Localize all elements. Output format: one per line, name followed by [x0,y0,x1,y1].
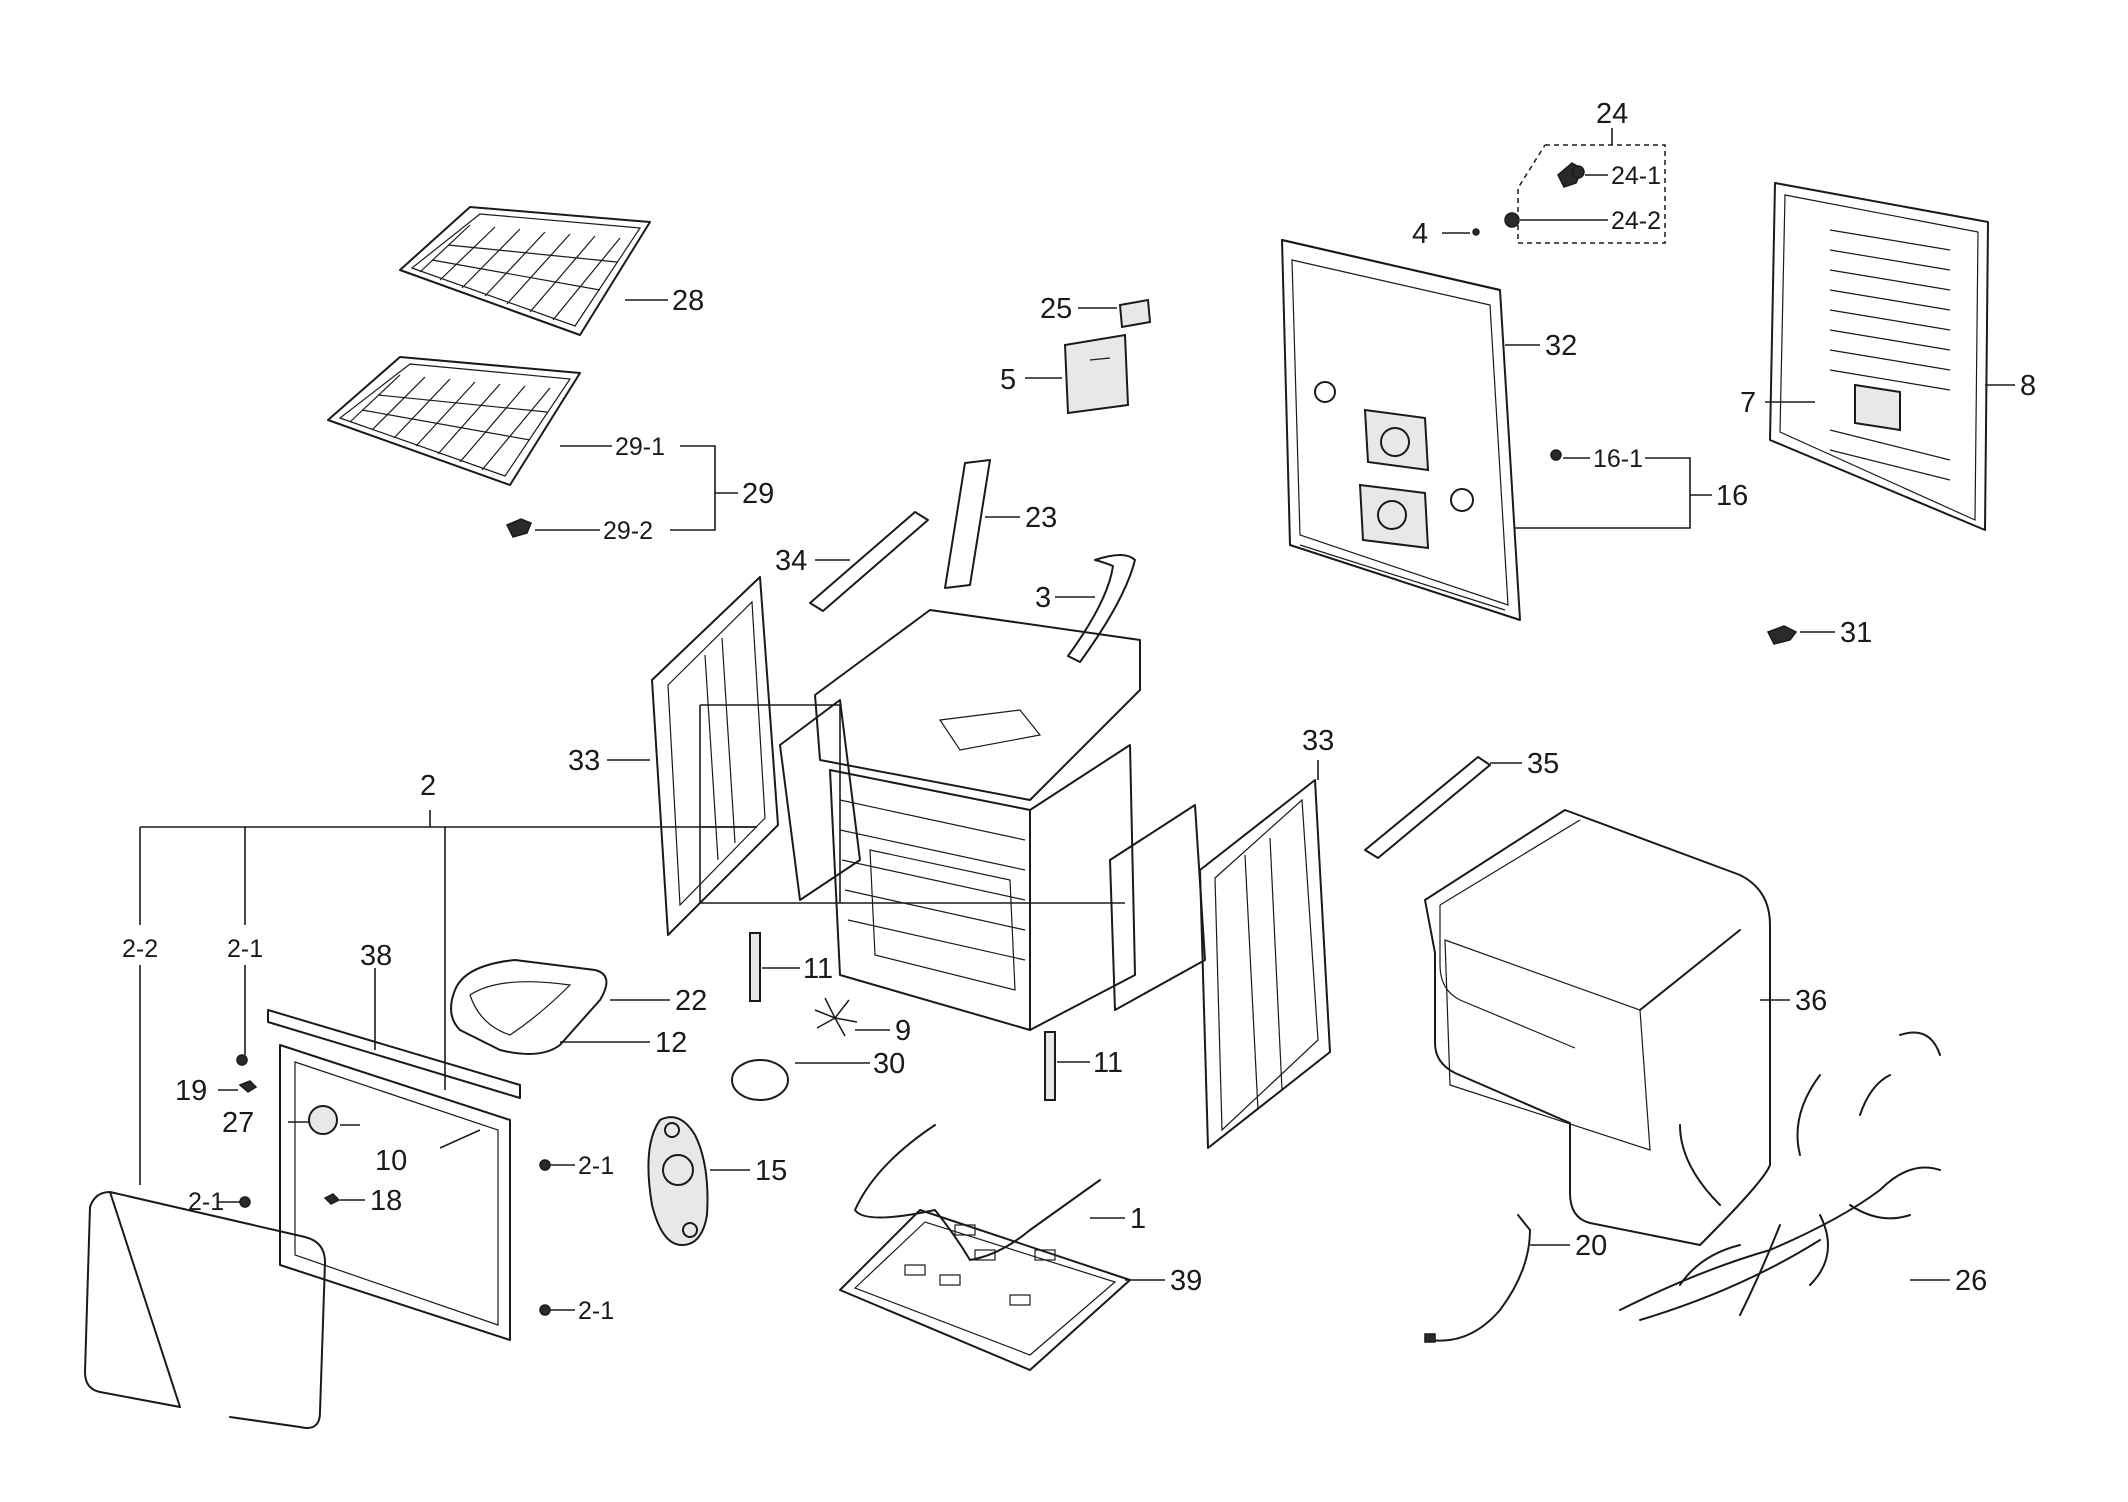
box-5 [1025,333,1130,415]
label-35: 35 [1527,748,1559,780]
label-7: 7 [1740,387,1756,419]
bottom-tray-39 [839,1209,1165,1371]
label-16-1: 16-1 [1593,445,1643,473]
ring-30 [731,1059,870,1101]
fan-9 [814,997,890,1037]
label-39: 39 [1170,1265,1202,1297]
label-24-2: 24-2 [1611,207,1661,235]
label-29: 29 [742,478,774,510]
rear-cover-8 [1765,182,2015,531]
bracket-34 [809,511,929,612]
door-frame-33-left [607,576,779,936]
label-3: 3 [1035,582,1051,614]
label-4: 4 [1412,218,1428,250]
label-11-b: 11 [1093,1047,1123,1079]
strap-3 [1055,554,1136,663]
back-panel-32 [1281,239,1540,621]
label-10: 10 [375,1145,407,1177]
label-8: 8 [2020,370,2036,402]
label-2-1-a: 2-1 [227,935,263,963]
callout-labels: 1 2 2-1 2-1 2-1 2-1 2-2 3 4 5 7 8 9 10 1… [122,98,2036,1325]
label-29-2: 29-2 [603,517,653,545]
label-22: 22 [675,985,707,1017]
label-33-b: 33 [1302,725,1334,757]
label-12: 12 [655,1027,687,1059]
harness-20 [1424,1214,1570,1343]
label-27: 27 [222,1107,254,1139]
leader-tree-2 [139,810,757,1316]
label-24: 24 [1596,98,1628,130]
label-33-a: 33 [568,745,600,777]
duct-23 [944,459,1020,589]
oven-rack-29-1 [327,356,612,486]
label-19: 19 [175,1075,207,1107]
bracket-35 [1364,756,1522,859]
label-20: 20 [1575,1230,1607,1262]
slide-11-a [749,932,800,1002]
label-36: 36 [1795,985,1827,1017]
bracket-16 [1515,449,1712,529]
element-1 [854,1124,1125,1261]
slide-11-b [1044,1031,1090,1101]
label-38: 38 [360,940,392,972]
label-34: 34 [775,545,807,577]
label-24-1: 24-1 [1611,162,1661,190]
label-16: 16 [1716,480,1748,512]
door-2 [279,1044,511,1341]
oven-cavity [699,609,1206,1031]
thermostat-24 [1442,128,1666,244]
label-32: 32 [1545,330,1577,362]
label-2-1-d: 2-1 [578,1297,614,1325]
label-2-2: 2-2 [122,935,158,963]
door-gasket-2-2 [84,1191,326,1429]
wire-harness-26 [1619,1031,1950,1321]
label-5: 5 [1000,364,1016,396]
door-frame-33-right [1199,760,1331,1149]
label-18: 18 [370,1185,402,1217]
outer-shell-36 [1424,809,1790,1246]
bracket-25 [1078,298,1152,329]
label-2: 2 [420,770,436,802]
label-2-1-c: 2-1 [188,1188,224,1216]
label-15: 15 [755,1155,787,1187]
rack-clip-29-2 [505,518,600,538]
label-29-1: 29-1 [615,433,665,461]
clip-19 [218,1080,258,1093]
label-1: 1 [1130,1203,1146,1235]
label-11-a: 11 [803,953,833,985]
label-31: 31 [1840,617,1872,649]
heating-element-22 [450,959,670,1055]
oven-rack-28 [399,206,668,336]
label-23: 23 [1025,502,1057,534]
fan-cover-15 [647,1116,750,1247]
label-30: 30 [873,1048,905,1080]
bracket-38 [267,968,521,1099]
label-28: 28 [672,285,704,317]
label-2-1-b: 2-1 [578,1152,614,1180]
label-26: 26 [1955,1265,1987,1297]
label-9: 9 [895,1015,911,1047]
label-25: 25 [1040,293,1072,325]
clip-31 [1766,625,1835,645]
